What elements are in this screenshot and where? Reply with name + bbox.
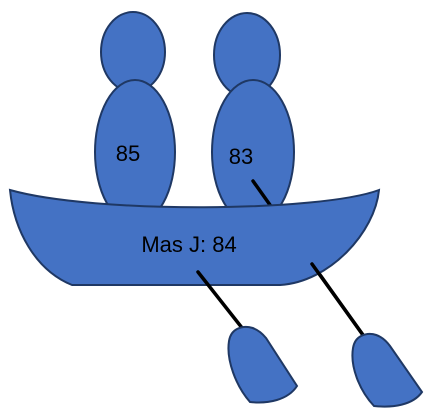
oar-right-blade-icon (351, 332, 424, 408)
oar-left-blade-icon (227, 325, 299, 404)
boat-hull (8, 188, 381, 286)
boat-label: Mas J: 84 (141, 232, 236, 257)
right-oar-shaft-lower (310, 262, 370, 344)
rower-left (94, 11, 176, 225)
rower-right (211, 12, 295, 225)
rower-right-score: 83 (229, 144, 253, 169)
rower-left-score: 85 (116, 141, 140, 166)
